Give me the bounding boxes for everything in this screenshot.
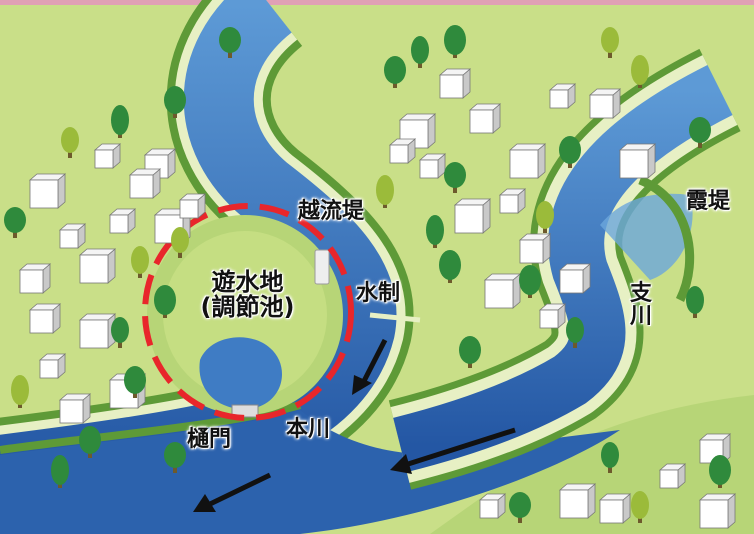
house	[178, 193, 207, 219]
house	[38, 353, 67, 379]
top-border	[0, 0, 754, 5]
house	[558, 483, 597, 519]
tree	[154, 285, 176, 318]
house	[418, 153, 447, 179]
house	[438, 68, 472, 99]
tree	[559, 136, 581, 168]
main-river-lower-bank	[0, 401, 302, 454]
tree	[79, 426, 101, 458]
tree	[51, 455, 69, 488]
house	[498, 188, 527, 214]
label-retention-area: 遊水地 (調節池)	[185, 268, 310, 322]
retention-pond	[199, 337, 282, 410]
house	[78, 248, 117, 284]
house	[538, 303, 567, 329]
open-levee-gap	[600, 193, 693, 280]
trees	[4, 25, 731, 523]
tree	[689, 117, 711, 148]
tree	[566, 317, 584, 348]
tree	[164, 442, 186, 473]
tree	[11, 375, 29, 408]
overflow-levee-structure	[314, 249, 330, 285]
tree	[444, 162, 466, 193]
houses	[18, 68, 737, 529]
label-tributary-char1: 支	[629, 281, 652, 306]
retention-area-circle	[142, 203, 354, 421]
house	[58, 223, 87, 249]
tree	[131, 246, 149, 278]
house	[58, 393, 92, 424]
open-levee-embankment	[638, 175, 695, 303]
tree	[686, 286, 704, 318]
house	[478, 493, 507, 519]
tree	[519, 265, 541, 298]
tree	[631, 55, 649, 88]
tree	[61, 127, 79, 158]
house	[28, 303, 62, 334]
label-overflow-levee: 越流堤	[298, 199, 365, 224]
label-main-river: 本川	[286, 417, 331, 442]
tributary-water	[393, 64, 733, 473]
tree	[444, 25, 466, 58]
house	[518, 233, 552, 264]
flow-arrows	[193, 338, 516, 512]
tree	[376, 175, 394, 208]
label-retention-area-line2: (調節池)	[200, 293, 295, 322]
house	[618, 143, 657, 179]
spur-dike	[369, 312, 421, 323]
tree	[509, 492, 531, 523]
label-retention-area-line1: 遊水地	[211, 268, 284, 296]
house	[598, 493, 632, 524]
tree	[536, 201, 554, 233]
tree	[384, 56, 406, 88]
tree	[164, 86, 186, 118]
tree	[631, 491, 649, 523]
label-open-levee: 霞堤	[686, 189, 731, 214]
tree	[601, 27, 619, 58]
house	[558, 263, 592, 294]
label-tributary: 支 川	[628, 282, 654, 328]
tree	[601, 442, 619, 473]
main-river-lower-water	[0, 410, 620, 534]
house	[508, 143, 547, 179]
tree	[171, 227, 189, 258]
tree	[426, 215, 444, 248]
tree	[111, 105, 129, 138]
tree	[439, 250, 461, 283]
tree	[4, 207, 26, 238]
house	[78, 313, 117, 349]
label-tributary-char2: 川	[629, 304, 652, 330]
tree	[459, 336, 481, 368]
tree	[709, 455, 731, 488]
house	[453, 198, 492, 234]
house	[698, 493, 737, 529]
label-spur-dike: 水制	[356, 281, 401, 306]
house	[28, 173, 67, 209]
tree	[111, 317, 129, 348]
tree	[411, 36, 429, 68]
house	[388, 138, 417, 164]
house	[588, 88, 622, 119]
sluice-gate-structure	[231, 404, 259, 418]
house	[658, 463, 687, 489]
house	[548, 83, 577, 109]
house	[18, 263, 52, 294]
tree	[124, 366, 146, 398]
house	[93, 143, 122, 169]
house	[128, 168, 162, 199]
house	[483, 273, 522, 309]
label-sluice-gate: 樋門	[187, 427, 232, 452]
tree	[219, 27, 241, 58]
house	[108, 208, 137, 234]
house	[468, 103, 502, 134]
